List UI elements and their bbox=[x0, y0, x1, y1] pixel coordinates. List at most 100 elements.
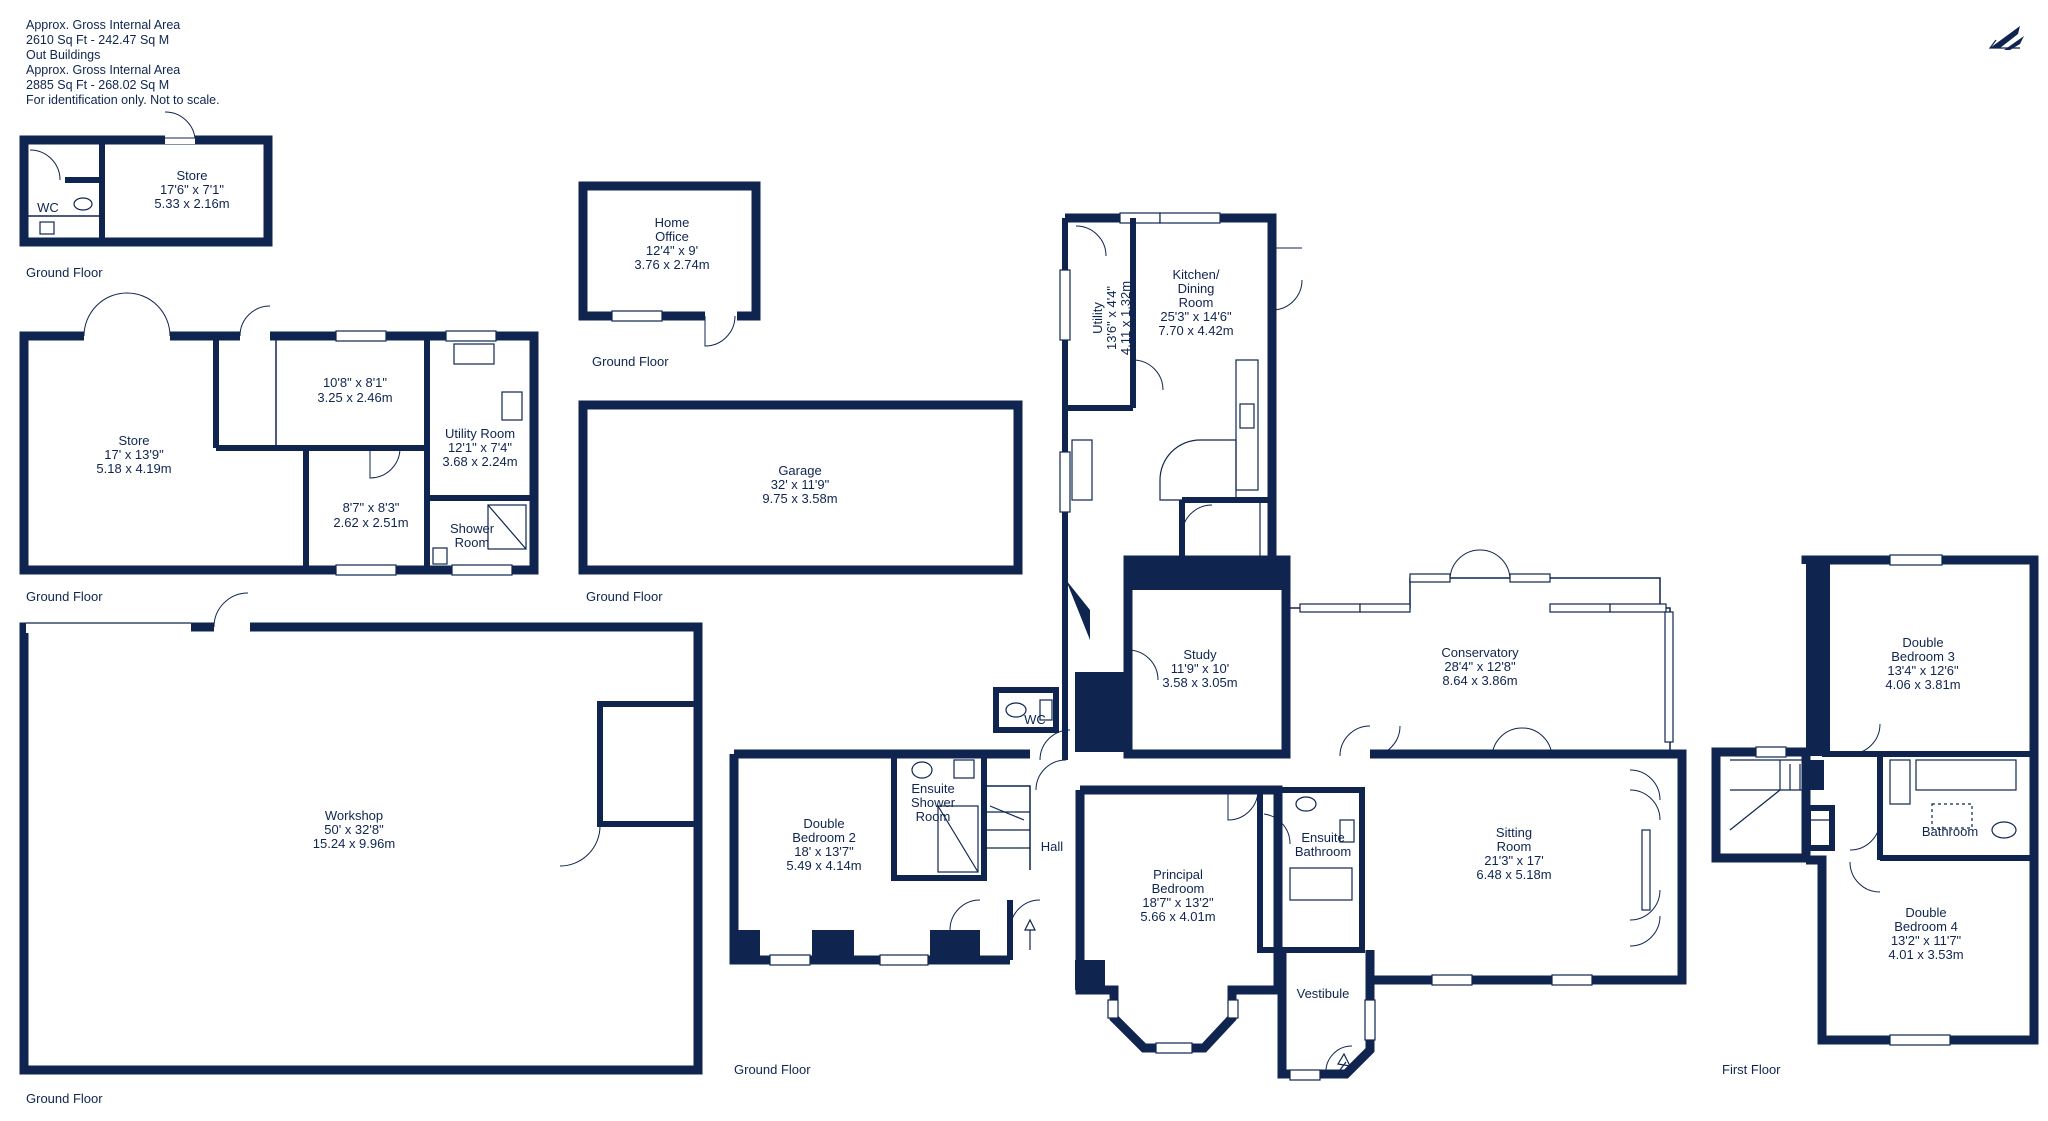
svg-text:3.76 x 2.74m: 3.76 x 2.74m bbox=[634, 257, 709, 272]
label-study: Study 11'9" x 10' 3.58 x 3.05m bbox=[1162, 647, 1237, 690]
svg-text:Workshop: Workshop bbox=[325, 808, 383, 823]
area-line-2: 2610 Sq Ft - 242.47 Sq M bbox=[26, 33, 170, 47]
svg-text:4.01 x 3.53m: 4.01 x 3.53m bbox=[1888, 947, 1963, 962]
svg-text:Room: Room bbox=[455, 535, 490, 550]
svg-text:13'6" x 4'4": 13'6" x 4'4" bbox=[1104, 286, 1119, 350]
area-line-4: Approx. Gross Internal Area bbox=[26, 63, 181, 77]
svg-text:6.48 x 5.18m: 6.48 x 5.18m bbox=[1476, 867, 1551, 882]
svg-text:Double: Double bbox=[803, 816, 844, 831]
label-kitchen: Kitchen/ Dining Room 25'3" x 14'6" 7.70 … bbox=[1158, 267, 1233, 338]
svg-text:7.70 x 4.42m: 7.70 x 4.42m bbox=[1158, 323, 1233, 338]
svg-text:8.64 x 3.86m: 8.64 x 3.86m bbox=[1442, 673, 1517, 688]
svg-text:13'4" x 12'6": 13'4" x 12'6" bbox=[1887, 663, 1959, 678]
label-ensuite-bathroom: Ensuite Bathroom bbox=[1295, 830, 1351, 859]
svg-text:13'2" x 11'7": 13'2" x 11'7" bbox=[1891, 933, 1962, 948]
label-shower-room-out: Shower Room bbox=[450, 521, 495, 550]
svg-text:Double: Double bbox=[1905, 905, 1946, 920]
main-house-ground-floor bbox=[729, 212, 1687, 1081]
label-double-bedroom-3: Double Bedroom 3 13'4" x 12'6" 4.06 x 3.… bbox=[1885, 635, 1960, 692]
svg-text:Store: Store bbox=[118, 433, 149, 448]
svg-text:3.68 x 2.24m: 3.68 x 2.24m bbox=[442, 454, 517, 469]
label-bathroom: Bathroom bbox=[1922, 824, 1978, 839]
outbuilding-home-office bbox=[578, 181, 761, 347]
svg-text:Utility Room: Utility Room bbox=[445, 426, 515, 441]
outbuilding-workshop bbox=[19, 592, 703, 1075]
svg-text:28'4" x 12'8": 28'4" x 12'8" bbox=[1444, 659, 1516, 674]
floor-label-home-office: Ground Floor bbox=[592, 354, 669, 369]
svg-text:15.24 x 9.96m: 15.24 x 9.96m bbox=[313, 836, 395, 851]
svg-text:Ensuite: Ensuite bbox=[1301, 830, 1344, 845]
svg-text:Conservatory: Conservatory bbox=[1441, 645, 1519, 660]
label-garage: Garage 32' x 11'9" 9.75 x 3.58m bbox=[762, 463, 837, 506]
svg-text:Double: Double bbox=[1902, 635, 1943, 650]
label-ensuite-shower: Ensuite Shower Room bbox=[911, 781, 956, 824]
brand-mark-icon bbox=[1988, 26, 2024, 50]
svg-text:Bedroom 4: Bedroom 4 bbox=[1894, 919, 1958, 934]
label-store-small: Store 17'6" x 7'1" 5.33 x 2.16m bbox=[154, 168, 229, 211]
floor-label-first-floor: First Floor bbox=[1722, 1062, 1781, 1077]
svg-text:Principal: Principal bbox=[1153, 867, 1203, 882]
svg-text:5.49 x 4.14m: 5.49 x 4.14m bbox=[786, 858, 861, 873]
first-floor-plan bbox=[1711, 554, 2039, 1046]
svg-text:Room: Room bbox=[1497, 839, 1532, 854]
outbuilding-garage bbox=[578, 400, 1023, 575]
svg-text:17'6" x 7'1": 17'6" x 7'1" bbox=[160, 182, 224, 197]
label-double-bedroom-2: Double Bedroom 2 18' x 13'7" 5.49 x 4.14… bbox=[786, 816, 861, 873]
label-utility: Utility 13'6" x 4'4" 4.11 x 1.32m bbox=[1090, 281, 1133, 355]
svg-text:18'7" x 13'2": 18'7" x 13'2" bbox=[1142, 895, 1214, 910]
label-wc-outbuilding: WC bbox=[37, 200, 59, 215]
svg-text:Shower: Shower bbox=[450, 521, 495, 536]
outbuilding-store-wc bbox=[19, 111, 273, 247]
label-room-8x8: 8'7" x 8'3" 2.62 x 2.51m bbox=[333, 500, 408, 530]
svg-text:Room: Room bbox=[1179, 295, 1214, 310]
svg-text:Shower: Shower bbox=[911, 795, 956, 810]
label-store-large: Store 17' x 13'9" 5.18 x 4.19m bbox=[96, 433, 171, 476]
svg-text:4.06 x 3.81m: 4.06 x 3.81m bbox=[1885, 677, 1960, 692]
label-utility-room-out: Utility Room 12'1" x 7'4" 3.68 x 2.24m bbox=[442, 426, 517, 469]
svg-text:17' x 13'9": 17' x 13'9" bbox=[104, 447, 164, 462]
svg-text:11'9" x 10': 11'9" x 10' bbox=[1171, 661, 1230, 676]
svg-text:5.66 x 4.01m: 5.66 x 4.01m bbox=[1140, 909, 1215, 924]
svg-text:Kitchen/: Kitchen/ bbox=[1173, 267, 1220, 282]
svg-text:18' x 13'7": 18' x 13'7" bbox=[794, 844, 854, 859]
label-sitting-room: Sitting Room 21'3" x 17' 6.48 x 5.18m bbox=[1476, 825, 1551, 882]
svg-text:21'3" x 17': 21'3" x 17' bbox=[1484, 853, 1543, 868]
svg-text:Home: Home bbox=[655, 215, 690, 230]
area-line-1: Approx. Gross Internal Area bbox=[26, 18, 181, 32]
svg-text:Study: Study bbox=[1183, 647, 1217, 662]
svg-text:Store: Store bbox=[176, 168, 207, 183]
svg-text:12'1" x 7'4": 12'1" x 7'4" bbox=[448, 440, 512, 455]
svg-text:Bedroom 3: Bedroom 3 bbox=[1891, 649, 1955, 664]
svg-text:Ensuite: Ensuite bbox=[911, 781, 954, 796]
floor-label-workshop: Ground Floor bbox=[26, 1091, 103, 1106]
svg-text:9.75 x 3.58m: 9.75 x 3.58m bbox=[762, 491, 837, 506]
svg-text:Bedroom 2: Bedroom 2 bbox=[792, 830, 856, 845]
label-principal-bedroom: Principal Bedroom 18'7" x 13'2" 5.66 x 4… bbox=[1140, 867, 1215, 924]
area-line-5: 2885 Sq Ft - 268.02 Sq M bbox=[26, 78, 170, 92]
svg-text:3.58 x 3.05m: 3.58 x 3.05m bbox=[1162, 675, 1237, 690]
svg-text:Room: Room bbox=[916, 809, 951, 824]
svg-text:3.25 x 2.46m: 3.25 x 2.46m bbox=[317, 390, 392, 405]
label-hall: Hall bbox=[1041, 839, 1064, 854]
svg-text:32' x 11'9": 32' x 11'9" bbox=[771, 477, 830, 492]
floor-label-garage: Ground Floor bbox=[586, 589, 663, 604]
area-line-6: For identification only. Not to scale. bbox=[26, 93, 220, 107]
svg-text:8'7" x 8'3": 8'7" x 8'3" bbox=[343, 500, 400, 515]
label-room-10x8: 10'8" x 8'1" 3.25 x 2.46m bbox=[317, 375, 392, 405]
label-double-bedroom-4: Double Bedroom 4 13'2" x 11'7" 4.01 x 3.… bbox=[1888, 905, 1963, 962]
floor-label-store-wc: Ground Floor bbox=[26, 265, 103, 280]
outbuilding-store-utility bbox=[19, 292, 539, 576]
svg-text:2.62 x 2.51m: 2.62 x 2.51m bbox=[333, 515, 408, 530]
floor-label-store-utility: Ground Floor bbox=[26, 589, 103, 604]
svg-text:Utility: Utility bbox=[1090, 302, 1105, 334]
svg-text:Bathroom: Bathroom bbox=[1295, 844, 1351, 859]
svg-text:Office: Office bbox=[655, 229, 689, 244]
svg-text:4.11 x 1.32m: 4.11 x 1.32m bbox=[1118, 281, 1133, 355]
area-summary: Approx. Gross Internal Area 2610 Sq Ft -… bbox=[26, 18, 220, 108]
svg-text:50' x 32'8": 50' x 32'8" bbox=[324, 822, 384, 837]
label-home-office: Home Office 12'4" x 9' 3.76 x 2.74m bbox=[634, 215, 709, 272]
svg-text:25'3" x 14'6": 25'3" x 14'6" bbox=[1160, 309, 1232, 324]
label-vestibule: Vestibule bbox=[1297, 986, 1350, 1001]
svg-text:10'8" x 8'1": 10'8" x 8'1" bbox=[323, 375, 387, 390]
